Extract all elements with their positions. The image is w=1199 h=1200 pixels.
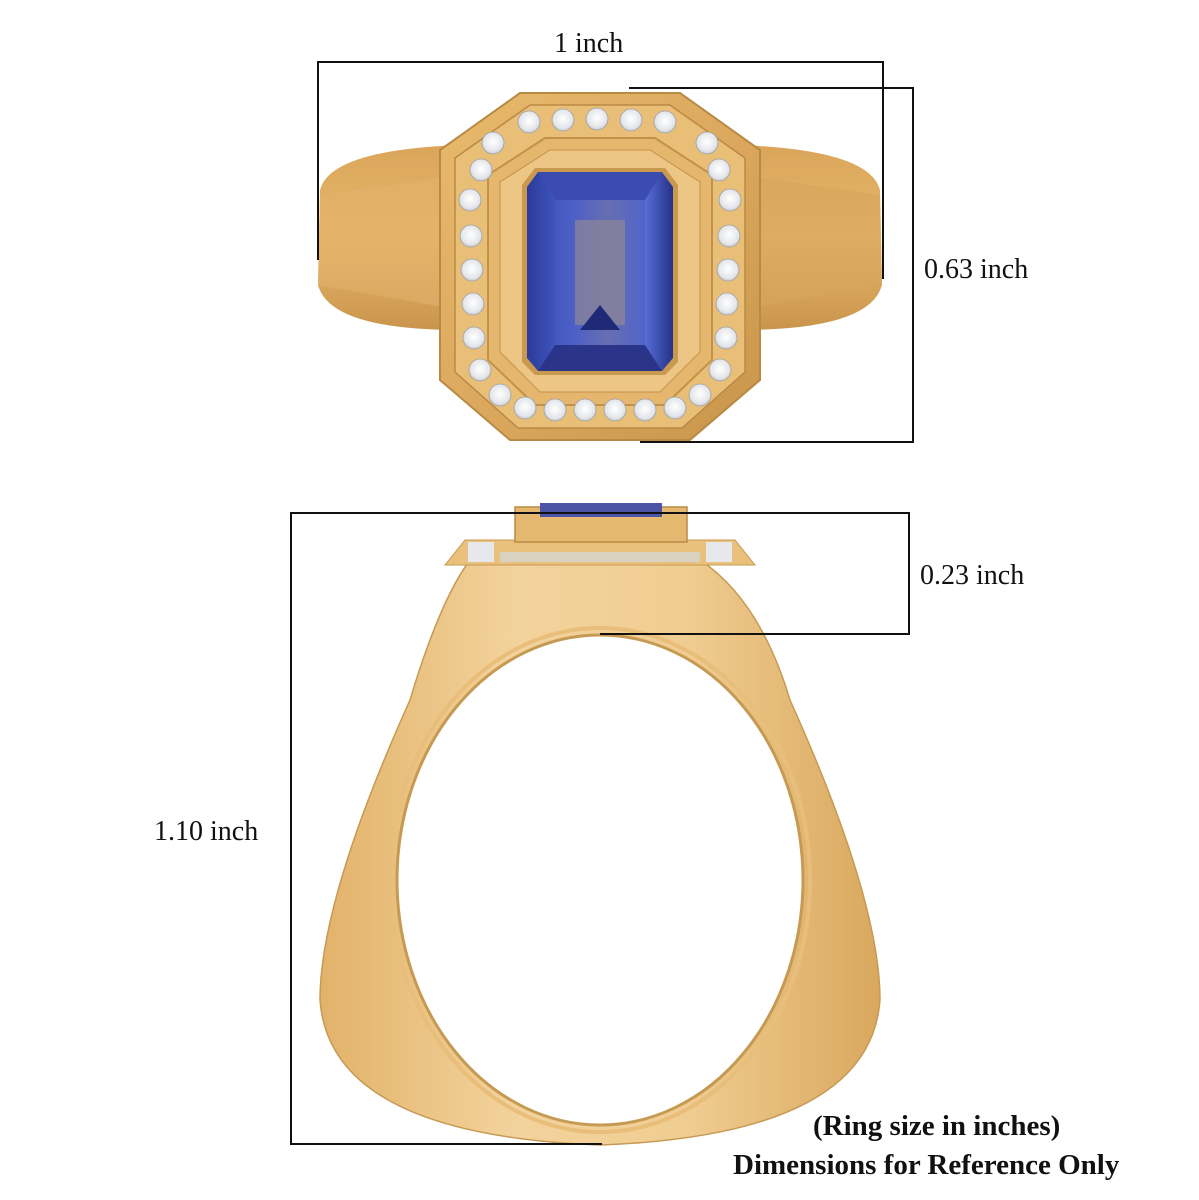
head-height-top-line [290, 512, 910, 514]
halo-diamonds [458, 107, 742, 422]
overall-height-label: 1.10 inch [154, 816, 259, 847]
height-dimension-bottom-line [640, 441, 914, 443]
ring-size-note: (Ring size in inches) [813, 1110, 1061, 1142]
side-view-ring [319, 503, 881, 1146]
width-dimension-left-line [317, 61, 319, 260]
top-height-label: 0.63 inch [924, 254, 1029, 285]
height-dimension-top-line [629, 87, 914, 89]
head-height-right-line [908, 512, 910, 635]
overall-height-bottom-line [290, 1143, 602, 1145]
height-dimension-right-line [912, 87, 914, 443]
width-label: 1 inch [554, 28, 624, 59]
head-height-label: 0.23 inch [920, 560, 1025, 591]
overall-height-left-line [290, 512, 292, 1145]
head-height-bottom-line [600, 633, 910, 635]
reference-note: Dimensions for Reference Only [733, 1149, 1120, 1181]
width-dimension-top-line [318, 61, 884, 63]
top-view-ring [318, 92, 882, 441]
width-dimension-right-line [882, 61, 884, 279]
